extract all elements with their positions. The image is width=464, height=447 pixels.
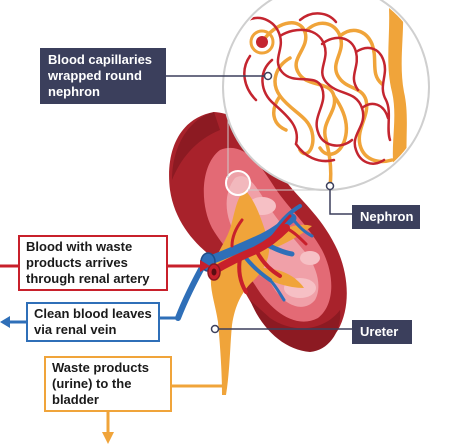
- nephron-magnified-view: [222, 0, 430, 191]
- renal-artery-label-line: through renal artery: [26, 271, 150, 286]
- artery-lumen: [211, 268, 217, 276]
- artery-branch: [268, 214, 292, 242]
- artery-branch: [237, 256, 248, 294]
- urine-label: Waste products (urine) to the bladder: [44, 356, 172, 412]
- magnifier-focus-circle: [225, 170, 251, 196]
- capillaries-label-line: Blood capillaries: [48, 52, 153, 67]
- nephron-callout-line: [329, 186, 352, 215]
- vein-branch: [255, 237, 295, 257]
- vein-branch: [268, 278, 286, 302]
- renal-vein-label: Clean blood leaves via renal vein: [26, 302, 160, 342]
- calyx: [260, 268, 304, 288]
- kidney-upper-lobe: [172, 112, 220, 180]
- artery-branch: [284, 226, 308, 246]
- artery-arrowhead: [200, 260, 210, 272]
- urine-label-line: Waste products: [52, 360, 150, 375]
- ureter-label: Ureter: [352, 320, 412, 344]
- nephron-callout-dot: [325, 181, 335, 191]
- artery-branch: [230, 218, 244, 248]
- renal-artery-label: Blood with waste products arrives throug…: [18, 235, 168, 291]
- vein-arrowhead: [0, 316, 10, 328]
- glomerulus: [256, 36, 268, 48]
- urine-label-line: bladder: [52, 392, 99, 407]
- capillaries-label: Blood capillaries wrapped round nephron: [40, 48, 166, 104]
- artery-branch: [254, 248, 282, 278]
- ureter-label-text: Ureter: [360, 324, 399, 339]
- capillaries-label-line: nephron: [48, 84, 100, 99]
- vein-branch: [290, 216, 314, 238]
- bowmans-capsule: [249, 29, 275, 55]
- renal-artery: [208, 214, 308, 294]
- magnifier-circle: [222, 0, 430, 191]
- capillaries-label-line: wrapped round: [48, 68, 142, 83]
- renal-vein-label-line: Clean blood leaves: [34, 306, 152, 321]
- renal-artery-label-line: products arrives: [26, 255, 128, 270]
- callout-lines: [0, 71, 352, 444]
- renal-artery-label-line: Blood with waste: [26, 239, 133, 254]
- kidney-pyramid: [300, 251, 320, 265]
- capillaries-callout-dot: [263, 71, 273, 81]
- collecting-duct: [388, 0, 408, 170]
- blood-capillaries: [243, 12, 392, 165]
- ureter-callout-dot: [210, 324, 220, 334]
- calyx: [268, 224, 312, 250]
- urine-label-line: (urine) to the: [52, 376, 132, 391]
- nephron-label: Nephron: [352, 205, 420, 229]
- nephron-label-text: Nephron: [360, 209, 414, 224]
- renal-vein-label-line: via renal vein: [34, 322, 117, 337]
- vein-branch: [273, 204, 302, 232]
- urine-arrowhead: [102, 432, 114, 444]
- kidney-lower-lobe: [250, 300, 341, 352]
